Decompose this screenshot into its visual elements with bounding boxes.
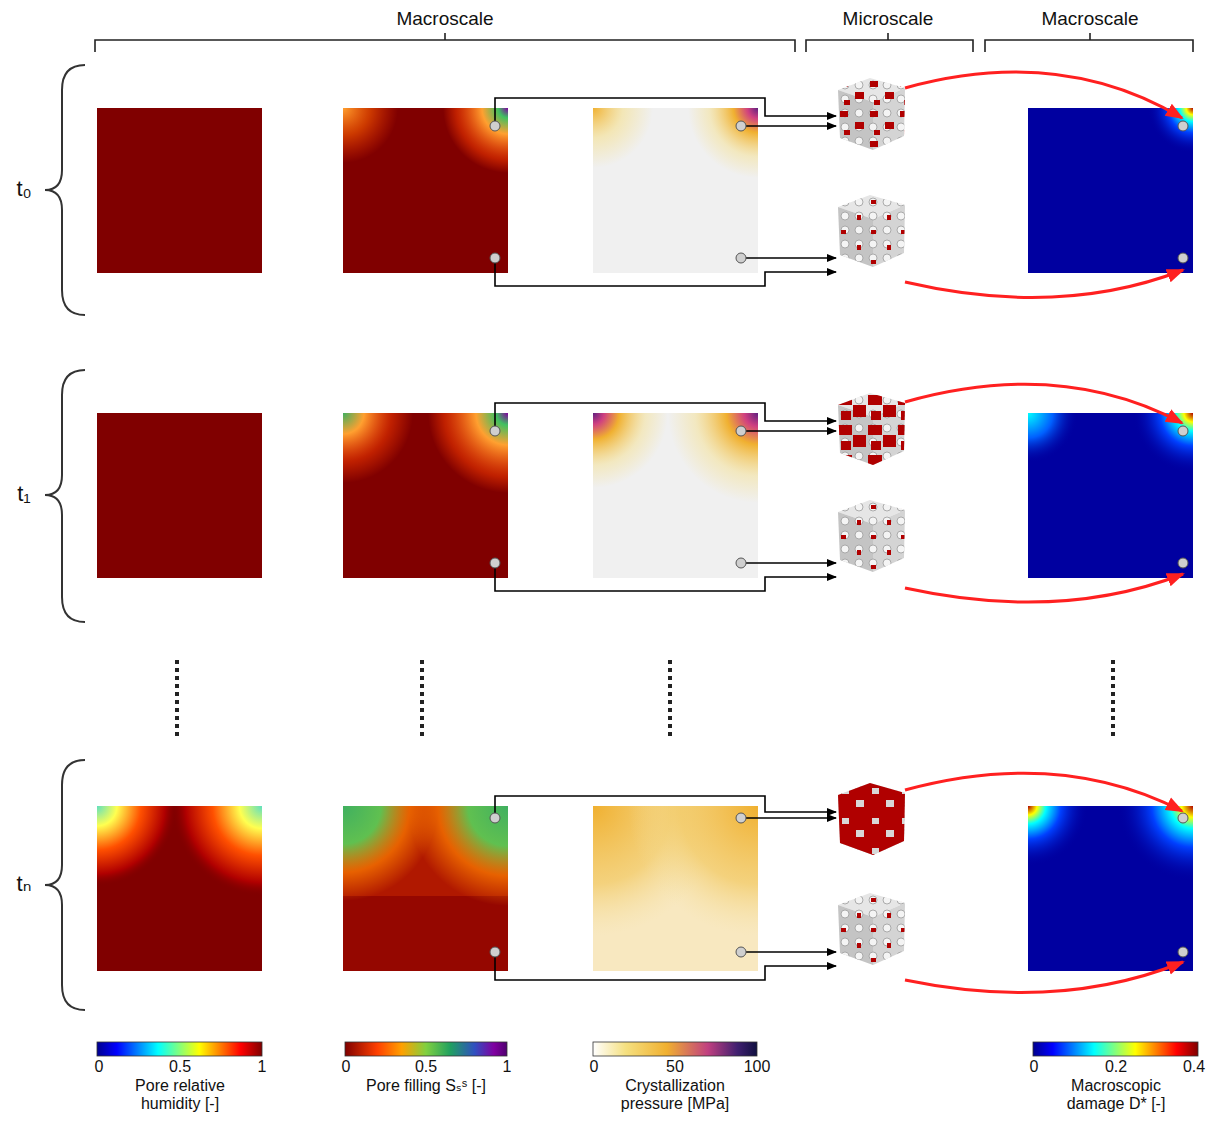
scale-heading: Macroscale <box>396 8 493 30</box>
tick-value: 0.5 <box>415 1058 437 1076</box>
colorbar-title: Pore relative humidity [-] <box>113 1077 248 1114</box>
colorbar-title: Macroscopic damage D* [-] <box>1044 1077 1189 1114</box>
tick-value: 0.4 <box>1183 1058 1205 1076</box>
scale-brackets <box>95 33 1193 52</box>
colorbar-title: Crystallization pressure [MPa] <box>593 1077 758 1114</box>
time-step: t₀ <box>16 176 31 201</box>
row-t1-maps <box>97 323 1214 578</box>
transfer-lines <box>495 98 836 980</box>
tick-value: 0.5 <box>169 1058 191 1076</box>
colorbar-title: Pore filling Sₛˢ [-] <box>326 1077 526 1095</box>
ellipsis-dots <box>177 660 1113 736</box>
sample-points <box>490 121 1188 957</box>
tick-value: 100 <box>744 1058 771 1076</box>
tick-value: 50 <box>666 1058 684 1076</box>
scale-heading: Macroscale <box>1041 8 1138 30</box>
tick-value: 1 <box>503 1058 512 1076</box>
tick-value: 0 <box>590 1058 599 1076</box>
tick-value: 0 <box>342 1058 351 1076</box>
time-step: t₁ <box>17 481 31 506</box>
time-braces <box>45 65 85 1010</box>
tick-value: 0 <box>95 1058 104 1076</box>
tick-value: 0.2 <box>1105 1058 1127 1076</box>
upscaling-arrows <box>905 72 1183 992</box>
row-t0-maps <box>97 38 1214 273</box>
tick-value: 1 <box>258 1058 267 1076</box>
tick-value: 0 <box>1030 1058 1039 1076</box>
row-tn-maps <box>17 676 1214 971</box>
time-step: tₙ <box>17 871 32 896</box>
microstructure-cubes <box>838 78 905 965</box>
scale-heading: Microscale <box>843 8 934 30</box>
colorbars <box>97 1042 1198 1056</box>
